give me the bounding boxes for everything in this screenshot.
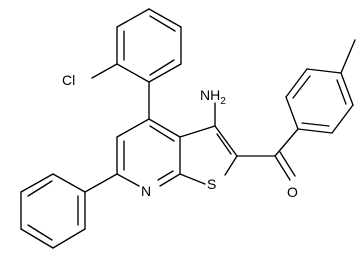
sulfur-label: S: [207, 176, 216, 192]
bond: [331, 104, 354, 134]
bond: [27, 180, 53, 197]
bond: [301, 122, 330, 127]
bond: [116, 63, 150, 83]
phenyl-ring: [20, 173, 86, 249]
thiophene-ring: [179, 125, 238, 185]
bond: [274, 128, 299, 157]
bond: [149, 15, 176, 32]
bond: [216, 133, 232, 155]
bond: [52, 228, 86, 249]
oxygen-label: O: [287, 184, 298, 200]
pyridine-ring: [116, 118, 181, 187]
bond: [148, 8, 182, 28]
bond: [285, 68, 308, 98]
bond: [214, 125, 238, 157]
bond: [149, 125, 175, 142]
bond: [292, 75, 311, 99]
bond: [159, 173, 181, 187]
bond: [148, 63, 182, 83]
bond: [20, 173, 54, 193]
bond: [52, 173, 86, 193]
bond: [116, 8, 150, 28]
bond: [279, 151, 296, 177]
tolyl-ring: [285, 68, 354, 134]
bond: [336, 79, 347, 105]
chloro-label: Cl: [62, 72, 75, 88]
bond: [116, 173, 140, 187]
methyl-bond: [340, 39, 356, 74]
bond: [297, 128, 333, 134]
nitrogen-label: N: [141, 183, 151, 199]
bond: [179, 173, 206, 185]
bond: [20, 228, 54, 249]
bond: [306, 68, 342, 74]
bond: [274, 155, 291, 181]
bond: [116, 118, 150, 138]
bond: [148, 118, 181, 138]
bond: [157, 170, 174, 181]
bond: [285, 96, 299, 130]
carbonyl-group: [236, 128, 299, 181]
bond: [179, 125, 216, 138]
chloro-bond: [91, 63, 118, 79]
amino-label: NH2: [200, 87, 226, 107]
phenyl-bond: [84, 173, 118, 193]
bond: [340, 72, 354, 106]
bond: [27, 224, 53, 241]
chlorophenyl-ring: [116, 8, 182, 83]
bond: [224, 155, 238, 176]
bond: [149, 59, 175, 76]
